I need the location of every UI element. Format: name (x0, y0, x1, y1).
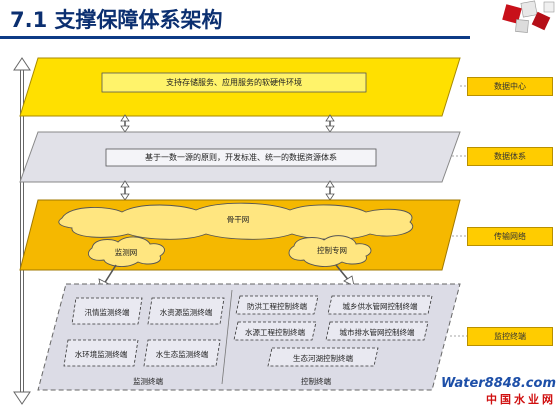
data-system-box (105, 148, 377, 167)
monitor-item-3: 水环境监测终端 (74, 350, 128, 359)
control-item-3: 水源工程控制终端 (245, 328, 305, 337)
side-label-data-system: 数据体系 (467, 147, 553, 166)
control-item-5: 生态河湖控制终端 (293, 354, 353, 363)
control-net-cloud (288, 235, 372, 267)
data-system-box-label: 基于一数一源的原则，开发标准、统一的数据资源体系 (145, 153, 337, 162)
monitor-net-label: 监测网 (114, 248, 138, 257)
control-net-label: 控制专网 (317, 246, 347, 255)
side-connectors (450, 85, 467, 337)
title-rule (0, 36, 470, 39)
data-center-box-label: 支持存储服务、应用服务的软硬件环境 (166, 78, 302, 87)
monitor-item-2: 水资源监测终端 (159, 308, 213, 317)
backbone-label: 骨干网 (226, 215, 250, 224)
page-title: 7.1 支撑保障体系架构 (10, 8, 223, 32)
vertical-double-arrow (13, 57, 31, 405)
monitor-group-label: 监测终端 (133, 377, 163, 386)
updown-arrow-1 (120, 114, 335, 133)
side-label-network: 传输网络 (467, 227, 553, 246)
backbone-cloud (58, 202, 413, 240)
control-item-1: 防洪工程控制终端 (247, 302, 307, 311)
watermark-brand: Water8848.com (441, 376, 556, 391)
updown-arrow-2 (120, 180, 335, 201)
control-item-4: 城市排水管网控制终端 (339, 328, 415, 337)
side-label-data-center: 数据中心 (467, 77, 553, 96)
watermark-site: 中国水业网 (486, 393, 556, 406)
control-group-label: 控制终端 (301, 377, 331, 386)
control-item-2: 城乡供水管网控制终端 (342, 302, 418, 311)
monitor-item-1: 汛情监测终端 (84, 308, 130, 317)
monitor-item-boxes (63, 297, 225, 367)
monitor-item-4: 水生态监测终端 (155, 350, 209, 359)
side-label-terminals: 监控终端 (467, 327, 553, 346)
control-item-boxes (233, 295, 433, 367)
data-center-box (101, 72, 367, 93)
monitor-net-cloud (88, 236, 165, 267)
decorative-cubes (502, 0, 555, 33)
site-watermark-logo: Water8848.com 中国水业网 (441, 376, 556, 407)
